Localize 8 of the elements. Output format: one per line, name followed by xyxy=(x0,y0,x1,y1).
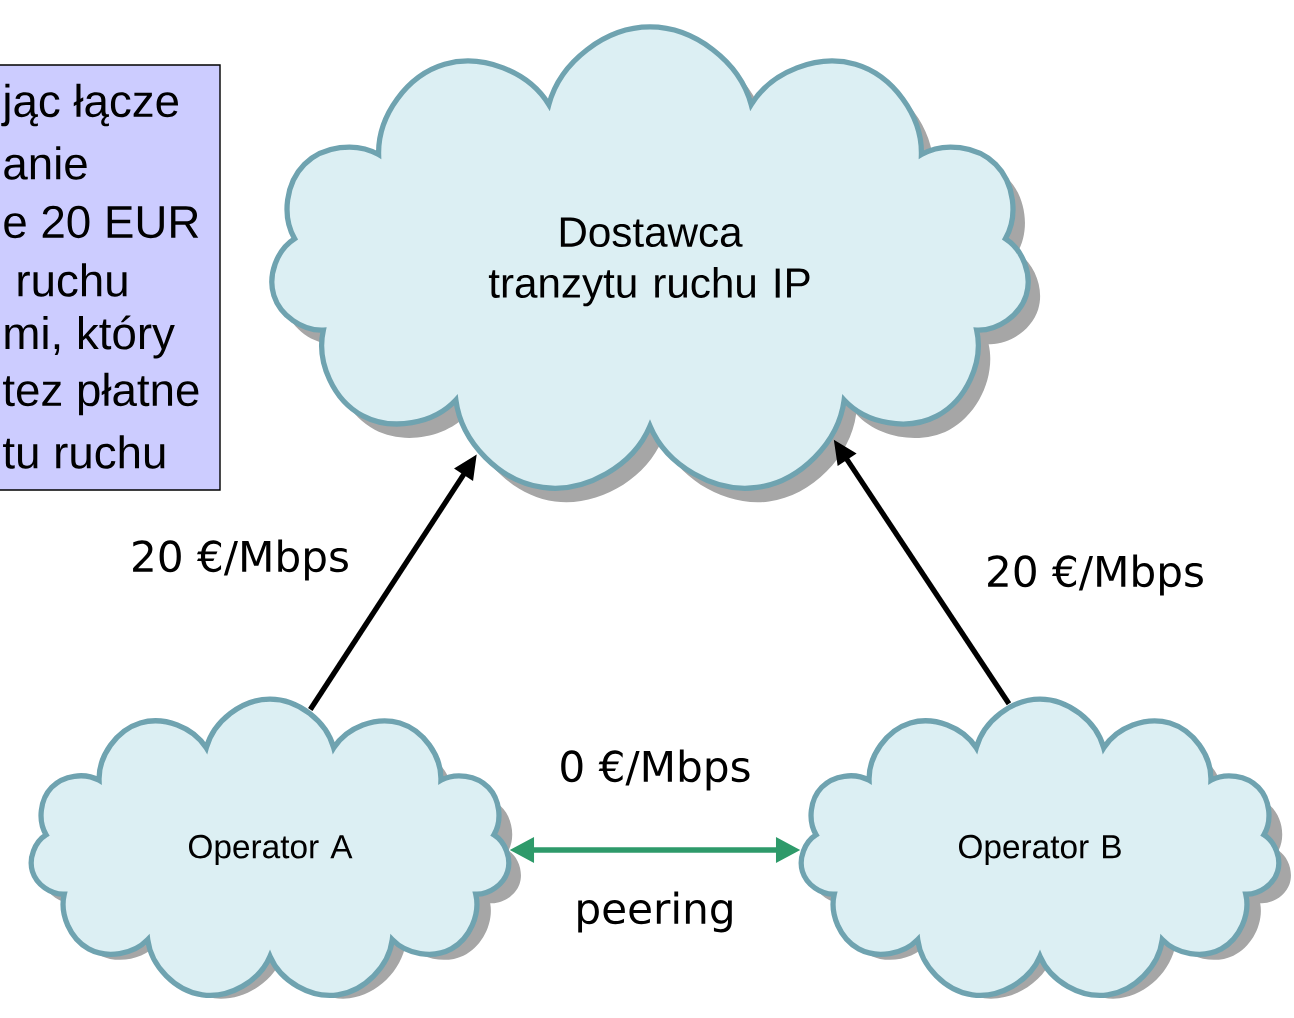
cloud: Dostawca tranzytu ruchu IP xyxy=(269,24,1041,503)
edge-label: 20 €/Mbps xyxy=(983,552,1207,598)
text-box: jąc łącze anie e 20 EUR ruchu mi, który tez płatne tu ruchu xyxy=(0,64,221,491)
price-label: 0 €/Mbps xyxy=(561,749,750,791)
edge-label: 20 €/Mbps xyxy=(128,537,352,583)
edge-label: peering xyxy=(572,889,738,935)
cloud: Operator A xyxy=(28,696,521,999)
cloud: Operator B xyxy=(798,696,1291,999)
